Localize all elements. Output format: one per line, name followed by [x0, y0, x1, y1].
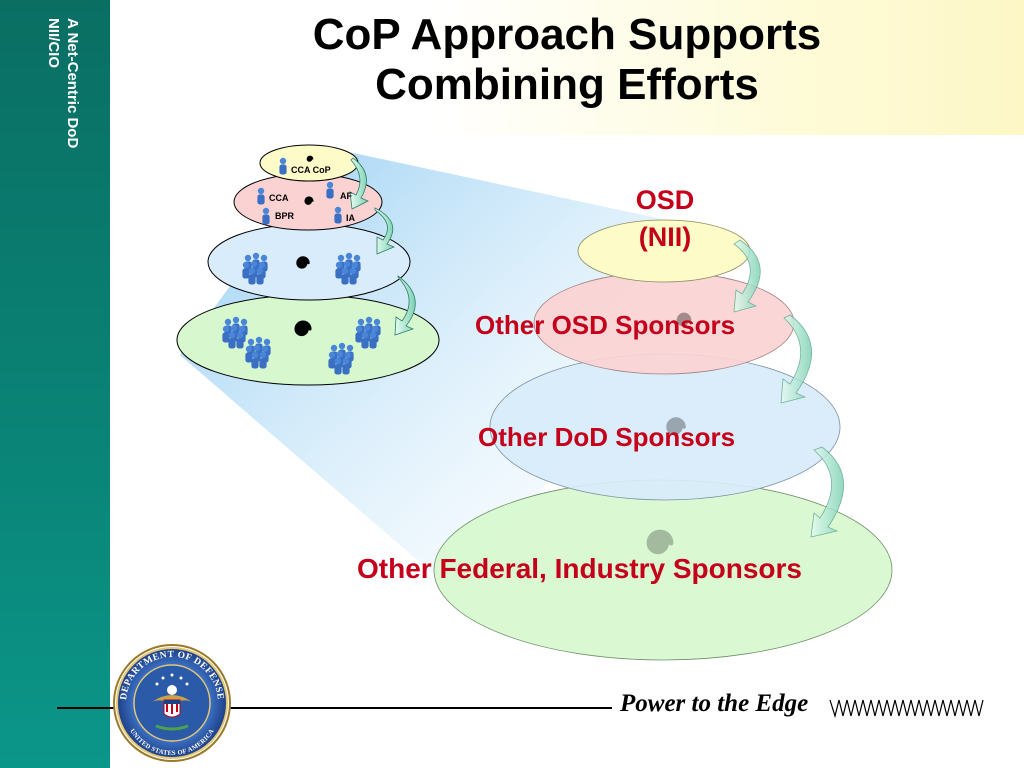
curved-arrow-icon	[780, 314, 812, 404]
slide-title: CoP Approach Supports Combining Efforts	[110, 10, 1024, 110]
small-label-ia: IA	[346, 213, 355, 223]
sidebar-line-2: NII/CIO	[45, 18, 62, 69]
small-label-bpr: BPR	[275, 211, 295, 221]
dod-seal-icon: DEPARTMENT OF DEFENSE UNITED STATES OF A…	[113, 644, 231, 762]
other-federal-industry-label: Other Federal, Industry Sponsors	[357, 553, 802, 584]
curved-arrow-icon	[394, 275, 416, 336]
sidebar-caption: A Net-Centric DoD NII/CIO	[22, 18, 82, 418]
small-label-cca: CCA	[269, 193, 289, 203]
title-background	[110, 0, 1024, 135]
curved-arrow-icon	[733, 239, 761, 313]
curved-arrow-icon	[374, 207, 396, 255]
person-icon	[257, 187, 265, 205]
other-osd-sponsors-label: Other OSD Sponsors	[475, 310, 736, 340]
title-line-2: Combining Efforts	[375, 60, 759, 109]
small-layer-yellow	[259, 144, 359, 182]
person-icon	[334, 206, 342, 224]
person-icon	[279, 157, 287, 175]
sidebar-line-1: A Net-Centric DoD	[64, 18, 81, 149]
person-icon	[326, 181, 334, 199]
osd-label-line-2: (NII)	[638, 222, 692, 252]
person-icon	[262, 207, 270, 225]
zigzag-decoration	[829, 699, 984, 719]
spiral-icon	[304, 196, 314, 205]
other-dod-sponsors-label: Other DoD Sponsors	[478, 422, 736, 452]
small-layer-green	[176, 294, 440, 386]
small-stack-top-label: CCA CoP	[291, 165, 331, 175]
osd-nii-label: OSD (NII)	[602, 182, 728, 256]
sidebar-band: A Net-Centric DoD NII/CIO	[0, 0, 110, 768]
small-label-af: AF	[340, 191, 352, 201]
tagline: Power to the Edge	[620, 690, 809, 717]
title-line-1: CoP Approach Supports	[312, 10, 822, 59]
curved-arrow-icon	[810, 446, 845, 538]
osd-label-line-1: OSD	[635, 185, 695, 215]
curved-arrow-icon	[349, 157, 369, 210]
spiral-icon	[306, 155, 314, 162]
